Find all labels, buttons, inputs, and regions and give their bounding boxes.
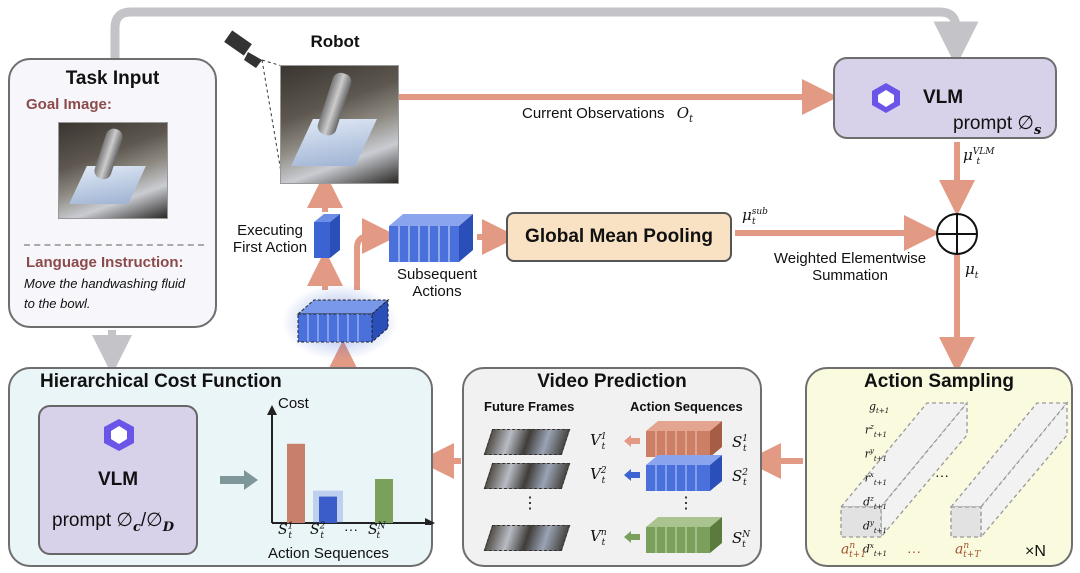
vlm-top-prompt: prompt ∅s <box>953 112 1041 138</box>
first-action-block <box>314 214 340 258</box>
instruction-text-1: Move the handwashing fluid <box>24 276 186 291</box>
language-instruction-label: Language Instruction: <box>26 254 184 271</box>
cost-vlm-logo-icon <box>104 419 134 451</box>
sampled-trajectory-cubes <box>839 401 1069 539</box>
bar-label-n: SNt <box>368 521 386 541</box>
summation-label: Weighted Elementwise Summation <box>765 250 935 284</box>
frames-dots: ⋮ <box>522 495 538 512</box>
left-arrow-icon-2 <box>624 469 640 481</box>
robot-view-image <box>280 65 399 184</box>
v-label-n: Vnt <box>590 527 607 548</box>
cost-bar-2 <box>319 496 337 523</box>
multiplier-label: ×N <box>1025 543 1046 560</box>
vlm-logo-icon <box>872 83 900 113</box>
task-input-title: Task Input <box>65 68 160 89</box>
video-prediction-panel: Video Prediction Future Frames Action Se… <box>462 367 762 567</box>
cost-function-title: Hierarchical Cost Function <box>40 371 282 392</box>
goal-image <box>58 122 168 219</box>
pooling-output-symbol: μsubt <box>742 206 768 227</box>
cost-function-panel: Hierarchical Cost Function VLM prompt ∅c… <box>8 367 435 567</box>
summation-label-line1: Weighted Elementwise <box>773 250 927 267</box>
v-label-2: V2t <box>590 465 607 486</box>
v-label-1: V1t <box>590 431 607 452</box>
cost-vlm-box: VLM prompt ∅c/∅D <box>38 405 198 555</box>
vlm-top-prompt-text: prompt <box>953 113 1018 134</box>
action-sequences-header: Action Sequences <box>630 399 743 414</box>
sequences-dots: ⋮ <box>678 495 694 512</box>
vlm-top-box: VLM prompt ∅s <box>833 57 1057 139</box>
actions-ellipsis: ··· <box>907 543 921 559</box>
vlm-top-prompt-sub: s <box>1033 122 1042 138</box>
state-labels: gt+1 rzt+1 ryt+1 rxt+1 dzt+1 dyt+1 dxt+1 <box>862 400 890 559</box>
summation-node <box>936 213 978 255</box>
subsequent-line1: Subsequent <box>396 266 478 283</box>
camera-icon <box>224 30 262 68</box>
cost-x-axis-label: Action Sequences <box>268 545 389 562</box>
bar-label-ellipsis: ··· <box>344 521 358 537</box>
executing-line1: Executing <box>237 222 303 239</box>
action-sequence-block-1 <box>646 421 722 457</box>
right-arrow-icon <box>220 470 258 490</box>
stack-to-subsequent-arrow <box>354 218 398 290</box>
action-sampling-panel: Action Sampling gt+1 rzt+1 ryt+1 rxt+1 d… <box>805 367 1073 567</box>
vlm-top-prompt-symbol: ∅ <box>1017 113 1034 134</box>
cubes-ellipsis: ··· <box>935 467 949 483</box>
s-label-1: S1t <box>732 433 749 454</box>
future-frame-2 <box>483 463 571 489</box>
observation-text: Current Observations <box>522 105 665 122</box>
cost-bar-4 <box>375 479 393 523</box>
robot-label: Robot <box>310 32 360 51</box>
vlm-top-label: VLM <box>923 87 964 108</box>
executing-label: Executing First Action <box>220 222 320 256</box>
observation-symbol: Ot <box>676 104 694 125</box>
section-divider <box>24 244 204 246</box>
pooling-label: Global Mean Pooling <box>525 226 713 247</box>
action-label-last: ant+T <box>955 541 981 561</box>
goal-image-label: Goal Image: <box>26 96 112 113</box>
future-frames-header: Future Frames <box>484 399 575 414</box>
executing-line2: First Action <box>232 239 308 256</box>
vlm-output-symbol: μVLMt <box>963 146 995 167</box>
subsequent-label: Subsequent Actions <box>382 266 492 300</box>
global-mean-pooling-box: Global Mean Pooling <box>506 212 732 262</box>
left-arrow-icon-1 <box>624 435 640 447</box>
summation-label-line2: Summation <box>812 267 888 284</box>
selected-action-sequence-block <box>282 284 398 360</box>
task-to-vlm-arrow <box>110 7 979 67</box>
s-label-2: S2t <box>732 467 749 488</box>
cost-vlm-label: VLM <box>97 469 139 490</box>
video-prediction-title: Video Prediction <box>537 371 687 392</box>
s-label-n: SNt <box>732 529 751 550</box>
action-sequence-block-n <box>646 517 722 553</box>
future-frame-n <box>483 525 571 551</box>
observation-label: Current Observations Ot <box>522 104 693 125</box>
task-input-panel: Task Input Goal Image: Language Instruct… <box>8 58 217 328</box>
cost-bar-1 <box>287 443 305 523</box>
subsequent-line2: Actions <box>412 283 462 300</box>
cost-vlm-prompt: prompt ∅c/∅D <box>52 510 175 535</box>
bar-label-1: S1t <box>278 521 294 541</box>
action-label-first: ant+1 <box>841 541 867 561</box>
bar-label-2: S2t <box>310 521 326 541</box>
action-sampling-title: Action Sampling <box>864 371 1014 392</box>
instruction-text-2: to the bowl. <box>24 296 91 311</box>
cost-axis-label: Cost <box>278 395 309 412</box>
subsequent-actions-block <box>389 214 473 262</box>
left-arrow-icon-n <box>624 531 640 543</box>
future-frame-1 <box>483 429 571 455</box>
action-sequence-block-2 <box>646 455 722 491</box>
cost-chart <box>267 405 435 525</box>
summation-output-symbol: μt <box>965 260 979 281</box>
